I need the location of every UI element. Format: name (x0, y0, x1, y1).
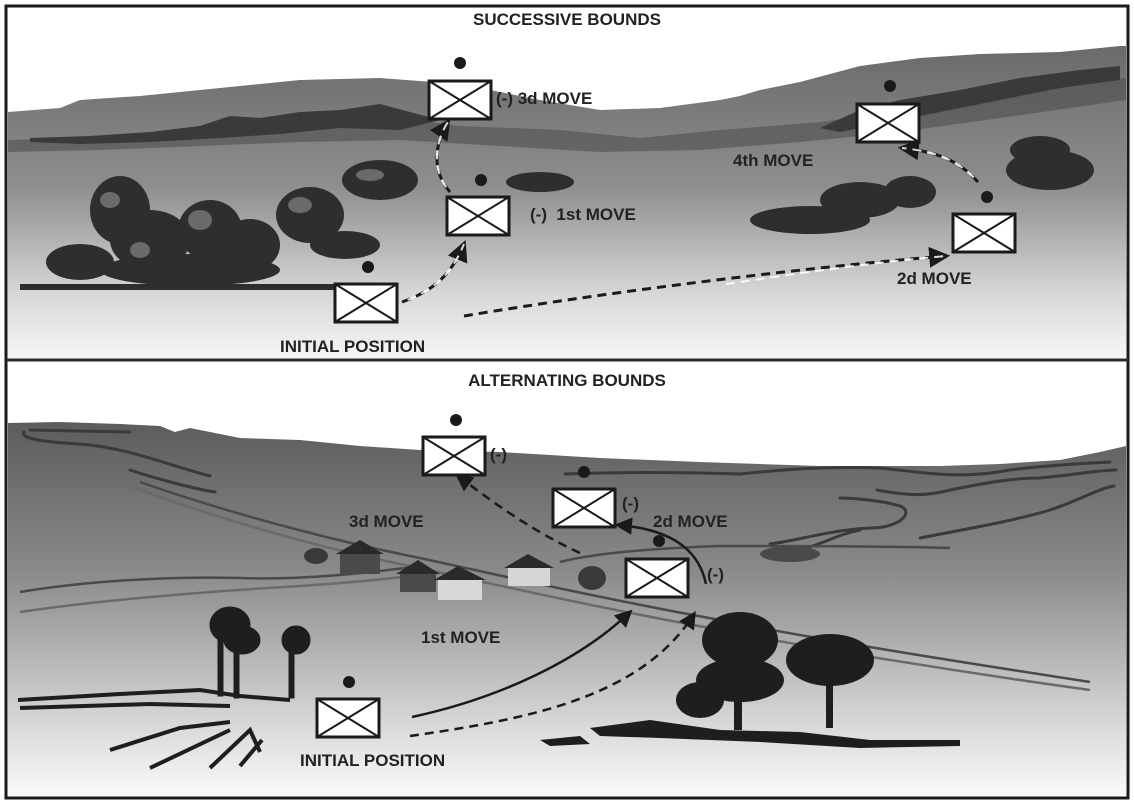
unit-initial-position (315, 676, 381, 739)
path-3d-move-highlight (436, 121, 451, 193)
unit-size-dot (475, 174, 487, 186)
label-reduced-2d: (-) (622, 494, 639, 513)
label-2d-move: 2d MOVE (653, 512, 728, 531)
label-4th-move: 4th MOVE (733, 151, 813, 170)
label-reduced-3d: (-) (490, 445, 507, 464)
unit-size-dot (454, 57, 466, 69)
tree-cluster-right (750, 136, 1094, 234)
label-initial-position: INITIAL POSITION (280, 337, 425, 356)
path-4th-move-highlight (901, 147, 979, 183)
unit-4th-move (855, 80, 921, 144)
label-3d-move: 3d MOVE (349, 512, 424, 531)
unit-size-dot (884, 80, 896, 92)
label-1st-move: (-) 1st MOVE (530, 205, 636, 224)
unit-1st-move (445, 174, 511, 237)
trees-right (540, 612, 960, 748)
label-3d-move: (-) 3d MOVE (496, 89, 592, 108)
path-2d-move-highlight (719, 255, 947, 286)
unit-size-dot (450, 414, 462, 426)
unit-2d-move (551, 466, 617, 529)
road (19, 480, 1091, 692)
label-reduced-1st: (-) (707, 565, 724, 584)
unit-3d-move (427, 57, 493, 121)
panel-title: SUCCESSIVE BOUNDS (473, 10, 661, 29)
unit-size-dot (981, 191, 993, 203)
path-2d-move (463, 246, 951, 318)
path-2d-move (614, 517, 708, 585)
path-1st-move-highlight (401, 243, 465, 303)
path-3d-move (455, 473, 581, 555)
village (304, 540, 820, 600)
path-1st-move-solid (411, 609, 633, 719)
label-2d-move: 2d MOVE (897, 269, 972, 288)
unit-size-dot (362, 261, 374, 273)
unit-3d-move (421, 414, 487, 477)
unit-1st-move-overwatch (624, 535, 690, 599)
trees-left (17, 606, 311, 770)
panel-successive-bounds: SUCCESSIVE BOUNDS (8, 10, 1126, 358)
terrain-contours (22, 428, 1118, 552)
panel-alternating-bounds: ALTERNATING BOUNDS INITIAL POSITION 1st … (8, 371, 1126, 795)
tree-highlights-left (100, 169, 384, 258)
horizon-ridge (8, 78, 1126, 152)
unit-initial-position (333, 261, 399, 324)
unit-size-dot (343, 676, 355, 688)
unit-2d-move (951, 191, 1017, 254)
unit-size-dot (653, 535, 665, 547)
panel-title: ALTERNATING BOUNDS (468, 371, 666, 390)
unit-size-dot (578, 466, 590, 478)
distant-vegetation (30, 104, 440, 144)
label-initial-position: INITIAL POSITION (300, 751, 445, 770)
label-1st-move: 1st MOVE (421, 628, 500, 647)
path-1st-move-dashed (409, 611, 696, 738)
